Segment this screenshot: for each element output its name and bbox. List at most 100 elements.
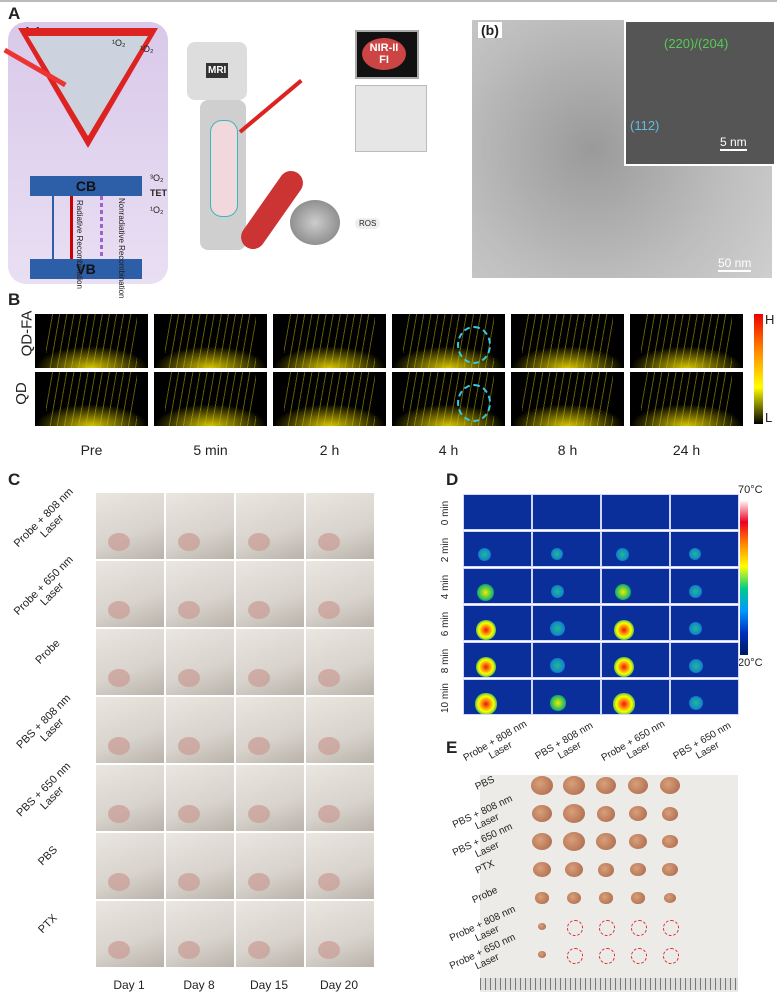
heat-spot bbox=[688, 695, 703, 710]
heat-spot bbox=[688, 658, 703, 673]
mouse-photo bbox=[95, 492, 165, 560]
subpanel-label-a: (a) bbox=[24, 24, 42, 40]
row-label-qd: QD bbox=[12, 382, 30, 405]
mouse-photo bbox=[235, 560, 305, 628]
time-label: 8 min bbox=[440, 648, 451, 674]
tumor bbox=[597, 862, 615, 877]
heat-spot bbox=[475, 619, 496, 640]
heat-spot bbox=[477, 547, 492, 562]
thermal-tile bbox=[601, 568, 670, 604]
time-label: 4 h bbox=[438, 442, 459, 458]
mouse-photo bbox=[95, 696, 165, 764]
tumor bbox=[595, 776, 617, 795]
singlet-o2-label: ¹O₂ bbox=[140, 44, 154, 54]
lattice-label-220: (220)/(204) bbox=[664, 36, 729, 51]
heat-spot bbox=[688, 621, 703, 636]
tumor bbox=[537, 922, 547, 931]
thermal-tile bbox=[463, 494, 532, 530]
mouse-photo bbox=[305, 832, 375, 900]
top-border bbox=[0, 0, 777, 2]
heat-spot bbox=[550, 695, 566, 711]
tumor bbox=[631, 892, 645, 904]
nonradiative-label: Nonradiative Recombination bbox=[117, 198, 126, 299]
tumor bbox=[565, 862, 583, 878]
thermal-tile bbox=[532, 494, 601, 530]
thermal-tile bbox=[601, 605, 670, 641]
tumor bbox=[662, 863, 678, 877]
tumor bbox=[531, 832, 553, 851]
tumor-roi-ring bbox=[457, 384, 491, 422]
time-label: Pre bbox=[80, 442, 103, 458]
row-label-qd-fa: QD-FA bbox=[18, 310, 36, 357]
panel-label-b: B bbox=[8, 290, 21, 309]
time-label: 2 h bbox=[319, 442, 340, 458]
group-label: Probe + 650 nm Laser bbox=[599, 718, 667, 764]
tumor-cells bbox=[290, 200, 340, 245]
tumor bbox=[596, 805, 616, 822]
tumor-roi-ring bbox=[457, 326, 491, 364]
tumor bbox=[566, 891, 582, 904]
panel-label-c: C bbox=[8, 470, 21, 489]
fluorescence-tile bbox=[511, 314, 624, 368]
tumor bbox=[628, 777, 648, 794]
time-label: 8 h bbox=[557, 442, 578, 458]
fluorescence-tile bbox=[511, 372, 624, 426]
conduction-band: CB bbox=[30, 176, 142, 196]
heat-spot bbox=[689, 585, 702, 598]
day-label: Day 20 bbox=[319, 978, 359, 992]
hrtem-inset bbox=[624, 20, 776, 166]
panel-label-d: D bbox=[446, 470, 459, 489]
fluorescence-tile bbox=[273, 372, 386, 426]
empty-tumor-marker bbox=[631, 948, 647, 964]
mouse-photo bbox=[235, 900, 305, 968]
thermal-tile bbox=[670, 642, 739, 678]
time-label: 2 min bbox=[440, 537, 451, 563]
thermal-tile bbox=[463, 679, 532, 715]
tumor bbox=[533, 862, 551, 878]
excitation-arrow bbox=[52, 196, 54, 259]
thermal-tile bbox=[532, 605, 601, 641]
thermal-tile bbox=[670, 679, 739, 715]
heat-spot bbox=[476, 583, 494, 601]
tumor bbox=[563, 776, 585, 795]
heat-spot bbox=[475, 656, 497, 677]
colorbar-low: L bbox=[765, 410, 773, 425]
empty-tumor-marker bbox=[599, 948, 615, 964]
thermal-tile bbox=[601, 642, 670, 678]
mouse-photo bbox=[165, 492, 235, 560]
mouse-photo bbox=[95, 764, 165, 832]
mri-label: MRI bbox=[206, 63, 229, 78]
colorbar-high: H bbox=[765, 312, 775, 327]
heat-spot bbox=[616, 548, 629, 561]
heat-spot bbox=[551, 548, 564, 561]
heat-spot bbox=[614, 583, 632, 601]
tumor bbox=[563, 804, 585, 823]
mouse-photo bbox=[305, 560, 375, 628]
empty-tumor-marker bbox=[567, 920, 583, 936]
heat-spot bbox=[550, 584, 565, 599]
empty-tumor-marker bbox=[567, 948, 583, 964]
mouse-photo bbox=[95, 832, 165, 900]
mouse-photo bbox=[235, 832, 305, 900]
heat-spot bbox=[613, 619, 634, 640]
radiative-label: Radiative Recombination bbox=[75, 200, 84, 289]
heat-spot bbox=[613, 693, 635, 714]
radiative-arrow bbox=[70, 196, 73, 259]
mouse-photo bbox=[95, 900, 165, 968]
heat-spot bbox=[550, 621, 566, 637]
thermal-tile bbox=[670, 568, 739, 604]
mouse-photo bbox=[235, 628, 305, 696]
panel-label-a: A bbox=[8, 4, 21, 23]
subpanel-label-b: (b) bbox=[478, 22, 502, 38]
lattice-label-112: (112) bbox=[630, 118, 660, 133]
empty-tumor-marker bbox=[599, 920, 615, 936]
mouse-photo bbox=[165, 764, 235, 832]
tumor bbox=[629, 834, 647, 850]
thermal-tile bbox=[601, 679, 670, 715]
thermal-tile bbox=[601, 531, 670, 567]
thermal-tile bbox=[532, 568, 601, 604]
laser-beam bbox=[238, 79, 303, 134]
fluorescence-tile bbox=[35, 372, 148, 426]
panel-label-e: E bbox=[446, 738, 458, 757]
